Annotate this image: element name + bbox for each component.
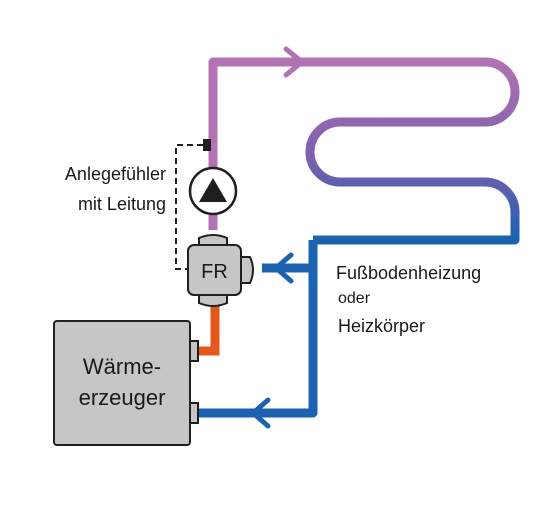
sensor-label-line2: mit Leitung: [78, 194, 166, 214]
hot-pipe: [196, 300, 220, 356]
sensor-wire: [175, 144, 203, 270]
heat-source-box: Wärme- erzeuger: [53, 320, 199, 446]
chevron-right-icon: [283, 46, 305, 78]
consumer-label-line1: Fußbodenheizung: [336, 263, 481, 283]
heat-source-label-line2: erzeuger: [79, 385, 166, 410]
controller-label: FR: [201, 261, 228, 283]
consumer-label-line3: Heizkörper: [338, 316, 425, 336]
chevron-left-icon: [250, 397, 271, 429]
sensor-label-line1: Anlegefühler: [65, 164, 166, 184]
mixing-valve-fr: FR: [187, 234, 254, 307]
floor-heating-coil: [296, 57, 520, 245]
heat-source-label-line1: Wärme-: [83, 354, 161, 379]
consumer-label-line2: oder: [338, 290, 371, 307]
sensor-clamp: [203, 139, 211, 151]
return-pipe-vertical: [198, 240, 318, 418]
chevron-left-icon: [273, 252, 294, 284]
pump-icon: [188, 166, 238, 216]
